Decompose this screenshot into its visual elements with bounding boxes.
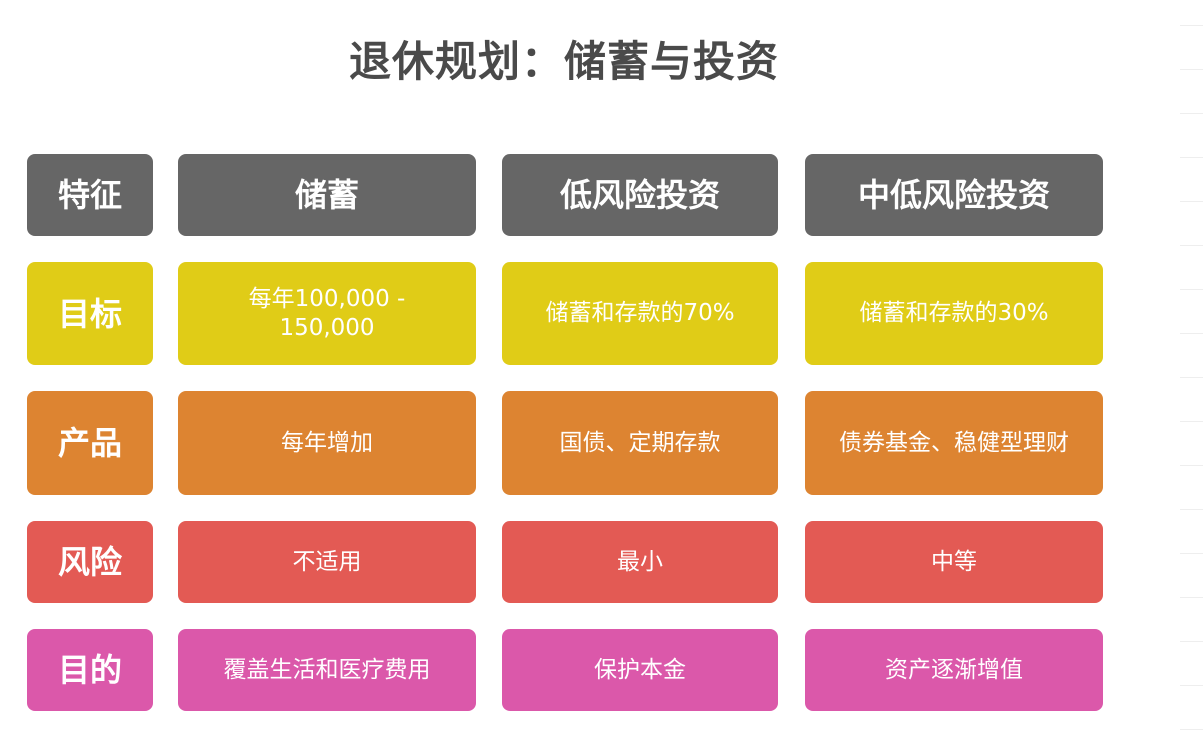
goal-low-risk: 储蓄和存款的70% <box>502 262 778 365</box>
purpose-low-risk: 保护本金 <box>502 629 778 711</box>
row-label-products: 产品 <box>27 391 153 495</box>
purpose-low-medium-risk: 资产逐渐增值 <box>805 629 1103 711</box>
row-label-goal: 目标 <box>27 262 153 365</box>
products-low-risk: 国债、定期存款 <box>502 391 778 495</box>
purpose-savings: 覆盖生活和医疗费用 <box>178 629 476 711</box>
header-low-medium-risk: 中低风险投资 <box>805 154 1103 236</box>
page-title: 退休规划：储蓄与投资 <box>348 37 779 86</box>
header-savings: 储蓄 <box>178 154 476 236</box>
header-feature: 特征 <box>27 154 153 236</box>
row-label-purpose: 目的 <box>27 629 153 711</box>
goal-low-medium-risk: 储蓄和存款的30% <box>805 262 1103 365</box>
risk-low-risk: 最小 <box>502 521 778 603</box>
products-low-medium-risk: 债券基金、稳健型理财 <box>805 391 1103 495</box>
edge-gridlines <box>1180 0 1203 751</box>
row-label-risk: 风险 <box>27 521 153 603</box>
products-savings: 每年增加 <box>178 391 476 495</box>
goal-savings: 每年100,000 - 150,000 <box>178 262 476 365</box>
header-low-risk: 低风险投资 <box>502 154 778 236</box>
risk-low-medium-risk: 中等 <box>805 521 1103 603</box>
risk-savings: 不适用 <box>178 521 476 603</box>
